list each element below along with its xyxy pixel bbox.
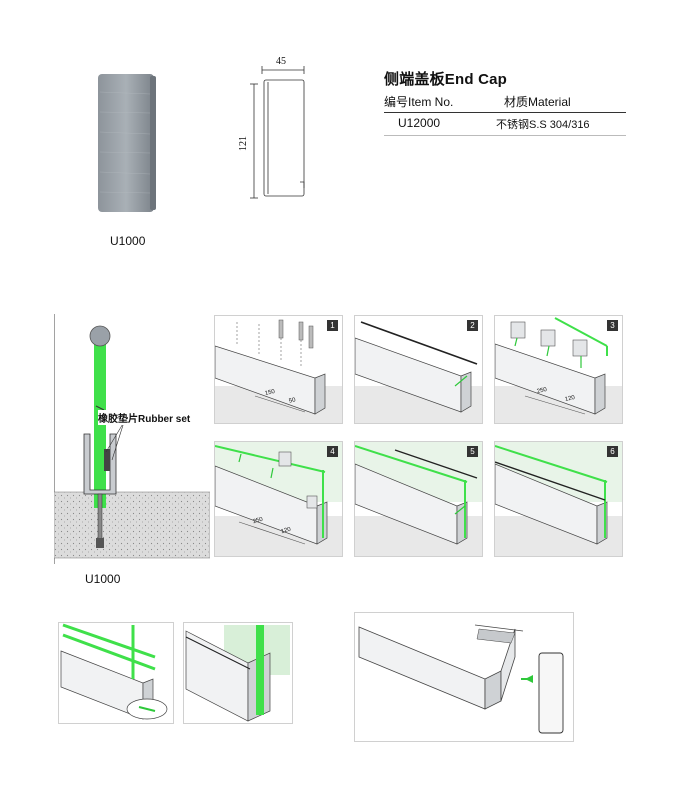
end-cap-drawing: 45 121 <box>238 56 320 208</box>
product-title: 侧端盖板End Cap <box>384 71 508 88</box>
width-dimension: 45 <box>276 56 286 67</box>
material-header: 材质Material <box>504 95 571 109</box>
end-cap-photo <box>96 72 158 214</box>
section-view-diagram: 橡胶垫片Rubber set <box>54 314 210 564</box>
rubber-set-label: 橡胶垫片Rubber set <box>98 410 191 425</box>
step-panel-5: 5 <box>354 441 483 557</box>
step-panel-2: 2 <box>354 315 483 424</box>
section-product-caption: U1000 <box>85 572 121 586</box>
glass-installed-panel <box>183 622 293 724</box>
step-number-3: 3 <box>607 320 618 331</box>
item-no-value: U12000 <box>398 116 441 130</box>
step-panel-1: 1 150 50 <box>214 315 343 424</box>
step-number-1: 1 <box>327 320 338 331</box>
top-product-caption: U1000 <box>110 234 146 248</box>
step-panel-6: 6 <box>494 441 623 557</box>
item-no-header: 编号Item No. <box>384 95 454 109</box>
height-dimension: 121 <box>238 136 249 151</box>
spec-header-row: 编号Item No. 材质Material <box>384 93 626 113</box>
step-panel-4: 4 250 120 <box>214 441 343 557</box>
step-number-2: 2 <box>467 320 478 331</box>
step-number-6: 6 <box>607 446 618 457</box>
spec-table: 侧端盖板End Cap 编号Item No. 材质Material U12000… <box>384 68 626 136</box>
rubber-detail-panel <box>58 622 174 724</box>
step-panel-3: 3 250 120 <box>494 315 623 424</box>
step-number-5: 5 <box>467 446 478 457</box>
material-value: 不锈钢S.S 304/316 <box>496 119 590 131</box>
spec-row: U12000 不锈钢S.S 304/316 <box>384 113 626 136</box>
step-number-4: 4 <box>327 446 338 457</box>
end-cap-assembly-panel <box>354 612 574 742</box>
